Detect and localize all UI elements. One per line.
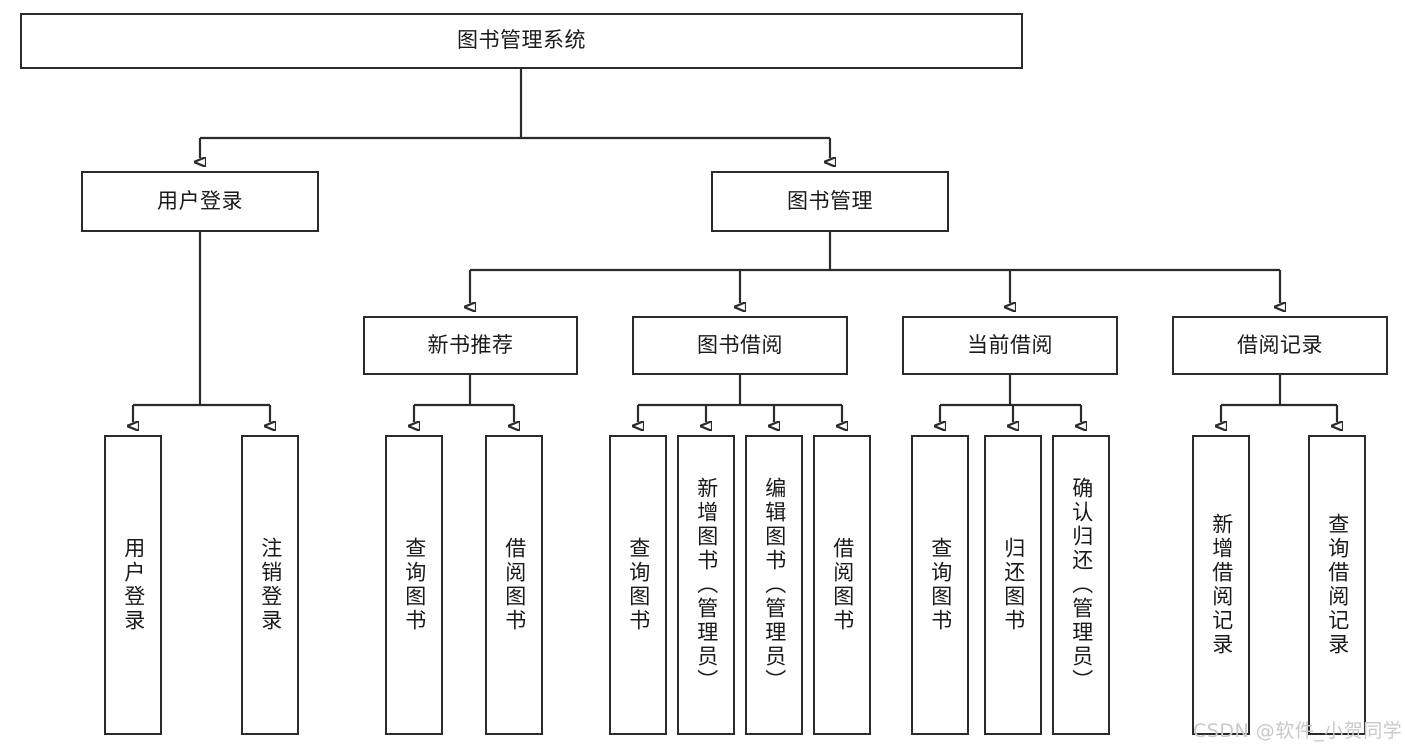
- leaf-label: 确认归还（管理员）: [1069, 477, 1094, 693]
- leaf-label: 新增图书（管理员）: [694, 477, 719, 693]
- node-leaf-query-book-2[interactable]: 查询图书: [609, 435, 667, 735]
- node-book-borrow[interactable]: 图书借阅: [632, 316, 848, 375]
- node-book-management[interactable]: 图书管理: [711, 171, 949, 232]
- node-leaf-borrow-book-2[interactable]: 借阅图书: [813, 435, 871, 735]
- leaf-label: 查询借阅记录: [1325, 513, 1350, 657]
- node-user-login[interactable]: 用户登录: [81, 171, 319, 232]
- node-leaf-query-book-3[interactable]: 查询图书: [911, 435, 969, 735]
- node-system-title[interactable]: 图书管理系统: [20, 13, 1023, 69]
- node-leaf-confirm-return[interactable]: 确认归还（管理员）: [1052, 435, 1110, 735]
- node-leaf-logout[interactable]: 注销登录: [241, 435, 299, 735]
- node-current-borrow[interactable]: 当前借阅: [902, 316, 1118, 375]
- leaf-label: 注销登录: [258, 537, 283, 633]
- leaf-label: 编辑图书（管理员）: [762, 477, 787, 693]
- leaf-label: 借阅图书: [830, 537, 855, 633]
- leaf-label: 新增借阅记录: [1209, 513, 1234, 657]
- node-leaf-query-record[interactable]: 查询借阅记录: [1308, 435, 1366, 735]
- node-leaf-query-book-1[interactable]: 查询图书: [385, 435, 443, 735]
- node-leaf-add-book[interactable]: 新增图书（管理员）: [677, 435, 735, 735]
- leaf-label: 查询图书: [402, 537, 427, 633]
- node-leaf-borrow-book-1[interactable]: 借阅图书: [485, 435, 543, 735]
- leaf-label: 用户登录: [121, 537, 146, 633]
- leaf-label: 借阅图书: [502, 537, 527, 633]
- node-leaf-add-record[interactable]: 新增借阅记录: [1192, 435, 1250, 735]
- leaf-label: 查询图书: [626, 537, 651, 633]
- leaf-label: 归还图书: [1001, 537, 1026, 633]
- node-leaf-return-book[interactable]: 归还图书: [984, 435, 1042, 735]
- node-new-book-recommend[interactable]: 新书推荐: [363, 316, 578, 375]
- node-borrow-record[interactable]: 借阅记录: [1172, 316, 1388, 375]
- csdn-watermark: CSDN @软件_小贺同学: [1193, 720, 1403, 742]
- node-leaf-edit-book[interactable]: 编辑图书（管理员）: [745, 435, 803, 735]
- leaf-label: 查询图书: [928, 537, 953, 633]
- node-leaf-user-login[interactable]: 用户登录: [104, 435, 162, 735]
